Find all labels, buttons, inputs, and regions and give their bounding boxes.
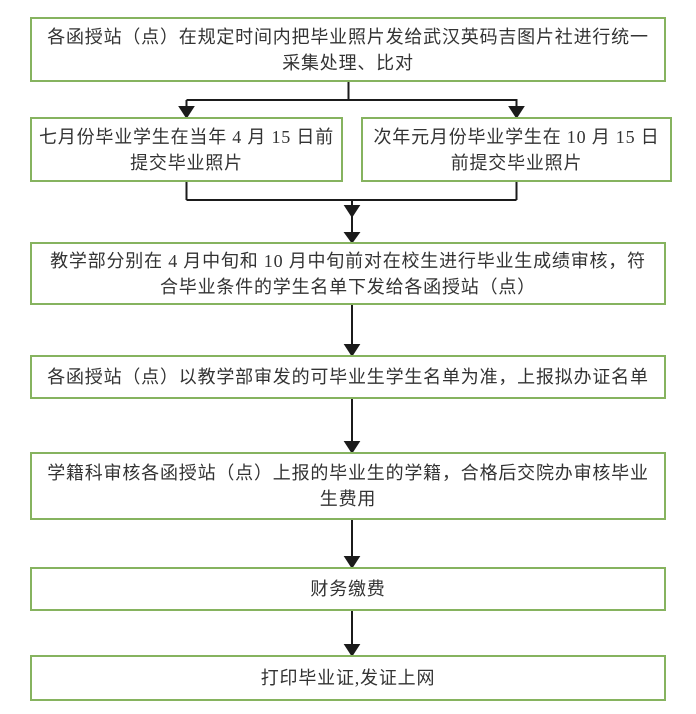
node-certificate-list: 各函授站（点）以教学部审发的可毕业生学生名单为准，上报拟办证名单: [30, 355, 666, 399]
arrow-down-icon: [343, 556, 361, 569]
edge-review-to-list: [343, 305, 361, 357]
edge-payment-to-print: [343, 611, 361, 657]
node-july-graduates: 七月份毕业学生在当年 4 月 15 日前 提交毕业照片: [30, 117, 343, 182]
edge-split-branch: [178, 82, 525, 119]
arrow-down-icon: [178, 106, 195, 119]
edge-verification-to-payment: [343, 520, 361, 569]
node-photo-collection: 各函授站（点）在规定时间内把毕业照片发给武汉英码吉图片社进行统一 采集处理、比对: [30, 17, 666, 82]
edge-list-to-verification: [343, 399, 361, 454]
edge-merge-branch: [185, 182, 518, 244]
arrow-down-icon: [343, 232, 361, 244]
node-print-certificate: 打印毕业证,发证上网: [30, 655, 666, 701]
node-finance-payment: 财务缴费: [30, 567, 666, 611]
arrow-down-icon: [343, 644, 361, 657]
arrow-down-icon: [508, 106, 525, 119]
node-score-review: 教学部分别在 4 月中旬和 10 月中旬前对在校生进行毕业生成绩审核，符 合毕业…: [30, 242, 666, 305]
node-status-verification: 学籍科审核各函授站（点）上报的毕业生的学籍，合格后交院办审核毕业 生费用: [30, 452, 666, 520]
arrow-down-icon: [343, 344, 361, 357]
arrow-down-icon: [343, 205, 361, 218]
node-january-graduates: 次年元月份毕业学生在 10 月 15 日 前提交毕业照片: [361, 117, 672, 182]
arrow-down-icon: [343, 441, 361, 454]
